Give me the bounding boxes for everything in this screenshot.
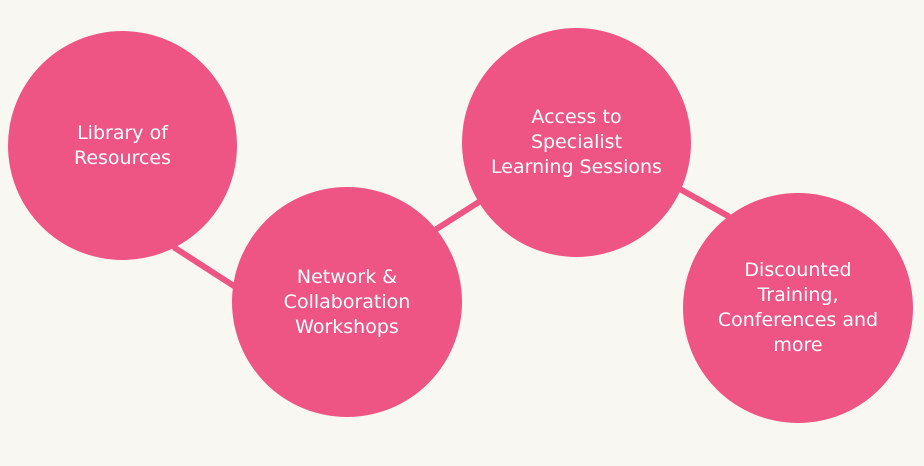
node-specialist-learning-sessions: Access to Specialist Learning Sessions [462, 28, 691, 257]
node-label: Access to Specialist Learning Sessions [491, 106, 662, 178]
connector-1-2 [172, 245, 240, 291]
connector-3-4 [675, 185, 731, 219]
node-network-collaboration-workshops: Network & Collaboration Workshops [232, 187, 462, 417]
node-library-of-resources: Library of Resources [8, 31, 237, 260]
node-label: Discounted Training, Conferences and mor… [717, 259, 879, 356]
node-label: Library of Resources [73, 121, 172, 169]
connector-2-3 [432, 197, 485, 233]
node-label: Network & Collaboration Workshops [283, 265, 411, 338]
node-discounted-training: Discounted Training, Conferences and mor… [683, 193, 913, 423]
